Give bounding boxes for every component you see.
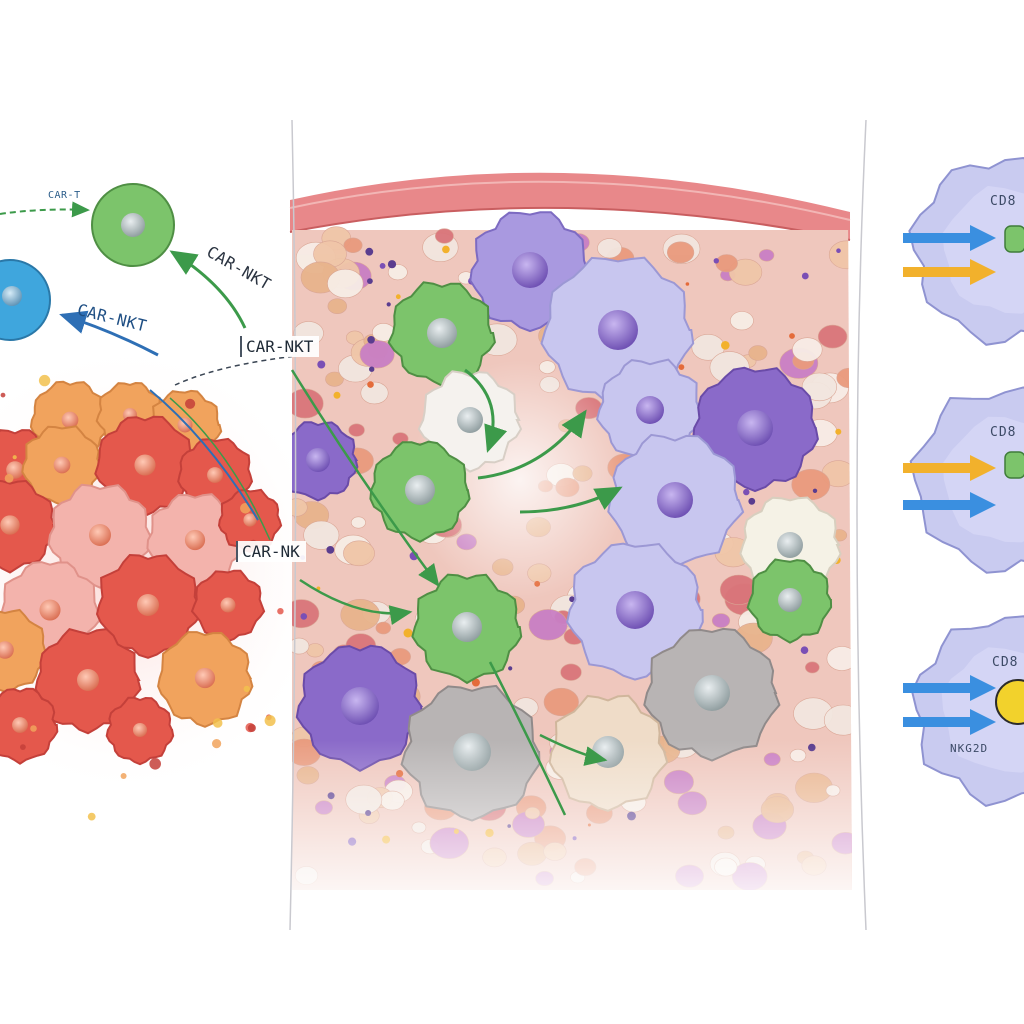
blood-vessel-wall <box>290 172 850 240</box>
tumor-microenvironment <box>289 119 867 931</box>
receptor-icon <box>1004 451 1024 479</box>
panel-1-label: CD8 <box>990 194 1017 209</box>
panel-3-label: CD8 <box>992 655 1019 670</box>
signaling-panels <box>903 156 1024 807</box>
tumor-cell <box>0 687 59 765</box>
left-arrows <box>0 201 340 556</box>
car-nkt-cell-free <box>91 183 175 267</box>
car-t-small-label: CAR-T <box>48 190 81 201</box>
signal-arrow <box>903 455 996 481</box>
receptor-panel <box>903 615 1024 807</box>
tumor-mass <box>0 340 335 821</box>
signal-arrow <box>903 259 996 285</box>
car-nk-boxed-label: CAR-NK <box>236 541 306 562</box>
tumor-cell <box>0 608 49 693</box>
tumor-cell <box>95 553 203 659</box>
signal-arrow <box>903 492 996 518</box>
car-nkt-boxed-label: CAR-NKT <box>240 336 320 357</box>
receptor-panel <box>903 156 1024 346</box>
car-t-cell-free <box>0 259 51 341</box>
panel-3-bottom-label: NKG2D <box>950 742 989 755</box>
tumor-cell <box>105 696 175 766</box>
tumor-cell <box>34 627 142 735</box>
receptor-icon <box>1004 225 1024 253</box>
tumor-cell <box>190 569 266 643</box>
tumor-cell <box>157 631 254 728</box>
tumor-cell <box>0 479 57 574</box>
panel-2-label: CD8 <box>990 425 1017 440</box>
center-arrows <box>290 368 623 816</box>
signal-arrow <box>903 675 996 701</box>
signal-arrow <box>903 225 996 251</box>
antigen-icon <box>995 679 1024 725</box>
receptor-panel <box>903 386 1024 574</box>
signal-arrow <box>903 709 996 735</box>
